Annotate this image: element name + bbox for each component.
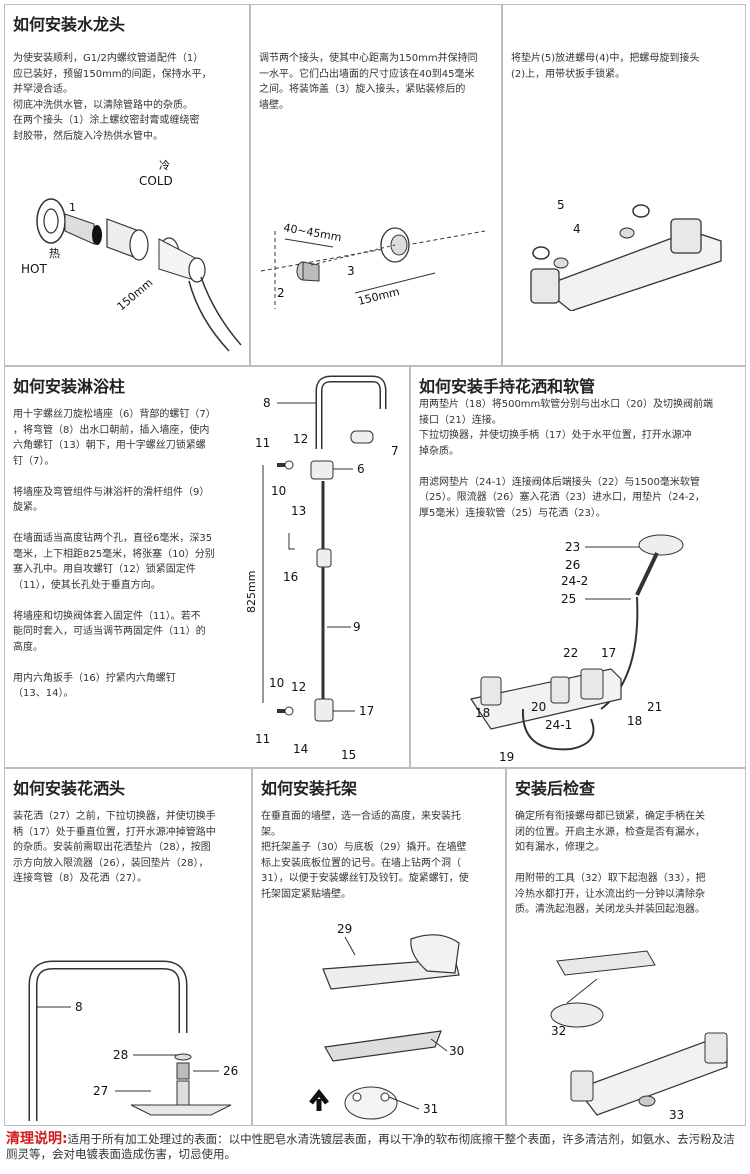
panel-adjust-connectors: 调节两个接头，使其中心距离为150mm并保持同 一水平。它们凸出墙面的尺寸应该在…: [250, 4, 502, 366]
panel-install-shower-head: 如何安装花洒头 装花洒（27）之前，下拉切换器，并使切换手 柄（17）处于垂直位…: [4, 768, 252, 1126]
connector-spacing-illustration: 40~45mm 150mm 2 3: [255, 201, 499, 321]
dimension-825mm-label: 825mm: [245, 571, 258, 613]
dimension-40-45mm-label: 40~45mm: [282, 221, 342, 244]
part-10-upper-label: 10: [271, 484, 286, 498]
dimension-150mm-label: 150mm: [357, 285, 401, 308]
panel-install-hand-shower-hose: 如何安装手持花洒和软管 用两垫片（18）将500mm软管分别与出水口（20）及切…: [410, 366, 746, 768]
part-30-label: 30: [449, 1044, 464, 1058]
part-26-label: 26: [223, 1064, 238, 1078]
panel-instructions: 为使安装顺利，G1/2内螺纹管道配件（1） 应已装好，预留150mm的间距，保持…: [13, 53, 212, 142]
part-6-label: 6: [357, 462, 365, 476]
panel-instructions: 用十字螺丝刀旋松墙座（6）背部的螺钉（7） ，将弯管（8）出水口朝前，插入墙座，…: [13, 409, 216, 699]
cleaning-text: 适用于所有加工处理过的表面：以中性肥皂水清洗镀层表面，再以干净的软布彻底擦干整个…: [6, 1132, 735, 1161]
panel-install-faucet: 如何安装水龙头 为使安装顺利，G1/2内螺纹管道配件（1） 应已装好，预留150…: [4, 4, 250, 366]
part-4-label: 4: [573, 222, 581, 236]
part-19-label: 19: [499, 750, 514, 764]
cleaning-label: 清理说明:: [6, 1131, 68, 1147]
dimension-150mm-label: 150mm: [115, 276, 156, 313]
part-28-label: 28: [113, 1048, 128, 1062]
part-14-label: 14: [293, 742, 308, 756]
hand-shower-hose-illustration: 23 26 24-2 25 22 17 18 20 21 24-1 18 19: [461, 529, 741, 765]
part-12-upper-label: 12: [293, 432, 308, 446]
part-11-upper-label: 11: [255, 436, 270, 450]
part-16-label: 16: [283, 570, 298, 584]
aerator-removal-illustration: 32 33: [537, 939, 743, 1123]
part-17-label: 17: [601, 646, 616, 660]
part-21-label: 21: [647, 700, 662, 714]
panel-title: 如何安装水龙头: [13, 15, 126, 34]
panel-instructions: 确定所有衔接螺母都已锁紧，确定手柄在关 闭的位置。开启主水源，检查是否有漏水， …: [515, 811, 706, 915]
part-20-label: 20: [531, 700, 546, 714]
faucet-connector-illustration: 冷 COLD 1 热 HOT 150mm: [9, 159, 247, 359]
part-5-label: 5: [557, 198, 565, 212]
part-12-lower-label: 12: [291, 680, 306, 694]
part-2-label: 2: [277, 286, 285, 300]
cold-cn-label: 冷: [159, 159, 170, 172]
shower-column-exploded-illustration: 8 7 11 12 10 13 6 16 825mm 9 10 12: [241, 369, 409, 765]
hot-en-label: HOT: [21, 262, 47, 276]
cold-en-label: COLD: [139, 174, 173, 188]
part-7-label: 7: [391, 444, 399, 458]
part-31-label: 31: [423, 1102, 438, 1116]
part-24-2-label: 24-2: [561, 574, 588, 588]
panel-instructions: 装花洒（27）之前，下拉切换器，并使切换手 柄（17）处于垂直位置，打开水源冲掉…: [13, 811, 216, 884]
part-17-label: 17: [359, 704, 374, 718]
part-29-label: 29: [337, 922, 352, 936]
panel-title: 如何安装托架: [261, 779, 358, 798]
part-23-label: 23: [565, 540, 580, 554]
bracket-illustration: 29 30 31: [259, 919, 501, 1123]
part-3-label: 3: [347, 264, 355, 278]
panel-instructions: 在垂直面的墙壁，选一合适的高度，来安装托 架。 把托架盖子（30）与底板（29）…: [261, 811, 469, 900]
thermostatic-valve-illustration: 5 4: [511, 191, 741, 311]
panel-install-nuts: 将垫片(5)放进螺母(4)中，把螺母旋到接头 (2)上，用带状扳手锁紧。 5 4: [502, 4, 746, 366]
part-33-label: 33: [669, 1108, 684, 1122]
hot-cn-label: 热: [49, 247, 60, 260]
part-10-lower-label: 10: [269, 676, 284, 690]
part-25-label: 25: [561, 592, 576, 606]
part-26-label: 26: [565, 558, 580, 572]
panel-title: 如何安装淋浴柱: [13, 377, 126, 396]
part-22-label: 22: [563, 646, 578, 660]
part-32-label: 32: [551, 1024, 566, 1038]
cleaning-instructions: 清理说明:适用于所有加工处理过的表面：以中性肥皂水清洗镀层表面，再以干净的软布彻…: [6, 1132, 744, 1162]
part-8-label: 8: [263, 396, 271, 410]
panel-title: 如何安装花洒头: [13, 779, 126, 798]
panel-title: 安装后检查: [515, 779, 596, 798]
panel-post-install-check: 安装后检查 确定所有衔接螺母都已锁紧，确定手柄在关 闭的位置。开启主水源，检查是…: [506, 768, 746, 1126]
shower-head-illustration: 8 28 26 27: [11, 945, 247, 1121]
panel-install-shower-column: 如何安装淋浴柱 用十字螺丝刀旋松墙座（6）背部的螺钉（7） ，将弯管（8）出水口…: [4, 366, 410, 768]
part-24-1-label: 24-1: [545, 718, 572, 732]
panel-title: 如何安装手持花洒和软管: [419, 377, 596, 396]
part-27-label: 27: [93, 1084, 108, 1098]
part-11-lower-label: 11: [255, 732, 270, 746]
part-18-left-label: 18: [475, 706, 490, 720]
panel-install-bracket: 如何安装托架 在垂直面的墙壁，选一合适的高度，来安装托 架。 把托架盖子（30）…: [252, 768, 506, 1126]
panel-instructions: 调节两个接头，使其中心距离为150mm并保持同 一水平。它们凸出墙面的尺寸应该在…: [259, 53, 478, 111]
part-13-label: 13: [291, 504, 306, 518]
part-15-label: 15: [341, 748, 356, 762]
panel-instructions: 用两垫片（18）将500mm软管分别与出水口（20）及切换阀前端 接口（21）连…: [419, 399, 714, 519]
connector-number-label: 1: [69, 201, 76, 214]
panel-instructions: 将垫片(5)放进螺母(4)中，把螺母旋到接头 (2)上，用带状扳手锁紧。: [511, 53, 700, 80]
part-8-label: 8: [75, 1000, 83, 1014]
part-9-label: 9: [353, 620, 361, 634]
part-18-right-label: 18: [627, 714, 642, 728]
